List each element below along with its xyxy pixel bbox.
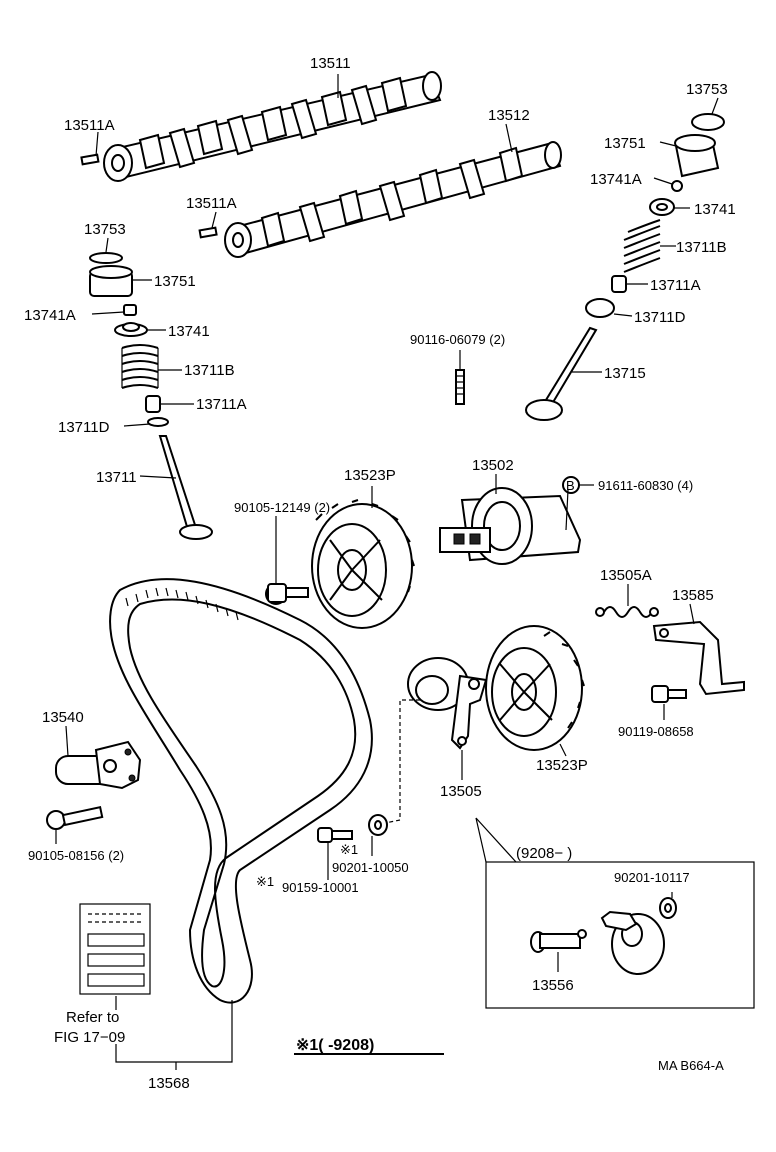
stud-bolt-90116 [455, 369, 465, 405]
seal-13711a-left [145, 395, 161, 413]
tension-spring-13505a [595, 606, 659, 618]
leader-lines [55, 74, 719, 1070]
inset-box [475, 817, 755, 1009]
seat-13711d-right [585, 298, 615, 318]
label-13741a-left: 13741A [24, 307, 76, 324]
label-90119-08658: 90119-08658 [618, 724, 694, 739]
shim-13753-right [691, 113, 725, 131]
star-mark-belt: ※1 [256, 874, 274, 889]
label-13715: 13715 [604, 365, 646, 382]
label-13512: 13512 [488, 107, 530, 124]
keeper-13741a-right [671, 180, 683, 192]
camshaft-13511 [103, 71, 442, 182]
seat-13711d-left [147, 417, 169, 427]
retainer-13741-left [114, 322, 148, 337]
label-13511: 13511 [310, 55, 351, 72]
refer-to-figure-icon [79, 903, 151, 995]
footnote: ※1( -9208) [296, 1037, 374, 1054]
idler-pulley-inset [600, 910, 665, 975]
label-13741-left: 13741 [168, 323, 210, 340]
valve-13715 [525, 326, 598, 421]
spring-13711b-left [121, 344, 159, 389]
label-13502: 13502 [472, 457, 514, 474]
spring-13711b-right [623, 219, 661, 273]
label-13711d-left: 13711D [58, 419, 110, 436]
camshaft-timing-pulley-13523p-upper [311, 499, 415, 629]
retainer-13741-right [649, 198, 675, 216]
label-13585: 13585 [672, 587, 714, 604]
camshaft-bearing-cap-13502 [439, 487, 582, 565]
inset-range-label: (9208− ) [516, 845, 572, 862]
keeper-13741a-left [123, 304, 137, 316]
label-90159-10001: 90159-10001 [282, 880, 359, 895]
washer-90201-10117 [659, 897, 677, 919]
bracket-13585 [652, 620, 745, 696]
leader-dash-13505 [379, 699, 420, 825]
camshaft-13512 [224, 141, 562, 258]
label-13741a-right: 13741A [590, 171, 642, 188]
dowel-pin-13511a-upper [80, 153, 100, 166]
shim-13753-left [89, 252, 123, 264]
label-13711d-right: 13711D [634, 309, 686, 326]
bolt-90119-08658 [651, 685, 687, 703]
label-13751-left: 13751 [154, 273, 196, 290]
label-13711a-right: 13711A [650, 277, 701, 294]
star-mark-upper: ※1 [340, 842, 358, 857]
belt-tensioner-13540 [55, 740, 142, 790]
refer-to-line2: FIG 17−09 [54, 1029, 125, 1046]
label-13523p-lower: 13523P [536, 757, 588, 774]
label-13511a-lower: 13511A [186, 195, 237, 212]
label-90116-06079: 90116-06079 (2) [410, 332, 505, 347]
lifter-13751-right [674, 134, 720, 178]
bolt-13556 [530, 929, 587, 953]
refer-to-line1: Refer to [66, 1009, 119, 1026]
bolt-90159-10001 [317, 827, 353, 843]
bolt-90105-12149 [265, 583, 309, 605]
label-13540: 13540 [42, 709, 84, 726]
label-90105-08156: 90105-08156 (2) [28, 848, 124, 863]
label-13751-right: 13751 [604, 135, 646, 152]
dowel-pin-13511a-lower [198, 226, 218, 239]
label-13753-right: 13753 [686, 81, 728, 98]
label-13711b-right: 13711B [676, 239, 727, 256]
timing-belt-13568 [109, 578, 373, 1004]
washer-90201-10050 [368, 814, 388, 836]
label-13511a-upper: 13511A [64, 117, 115, 134]
label-13741-right: 13741 [694, 201, 736, 218]
drawing-code: MA B664-A [658, 1058, 724, 1073]
seal-13711a-right [611, 275, 627, 293]
label-91611-60830: 91611-60830 (4) [598, 478, 693, 493]
lifter-13751-left [89, 265, 133, 297]
tensioner-pulley-13505 [407, 657, 488, 750]
label-13568: 13568 [148, 1075, 190, 1092]
label-13711b-left: 13711B [184, 362, 235, 379]
marker-b: B [566, 478, 575, 493]
label-90105-12149: 90105-12149 (2) [234, 500, 330, 515]
label-13505a: 13505A [600, 567, 652, 584]
label-13711: 13711 [96, 469, 137, 486]
camshaft-timing-pulley-13523p-lower [485, 625, 585, 751]
label-90201-10117: 90201-10117 [614, 870, 690, 885]
label-13556: 13556 [532, 977, 574, 994]
label-13753-left: 13753 [84, 221, 126, 238]
label-13711a-left: 13711A [196, 396, 247, 413]
label-13523p-upper: 13523P [344, 467, 396, 484]
label-90201-10050: 90201-10050 [332, 860, 409, 875]
bolt-90105-08156 [46, 806, 104, 830]
valve-13711 [158, 435, 213, 540]
label-13505: 13505 [440, 783, 482, 800]
part-labels: 13511 13511A 13512 13511A 13753 13751 13… [24, 55, 736, 1092]
